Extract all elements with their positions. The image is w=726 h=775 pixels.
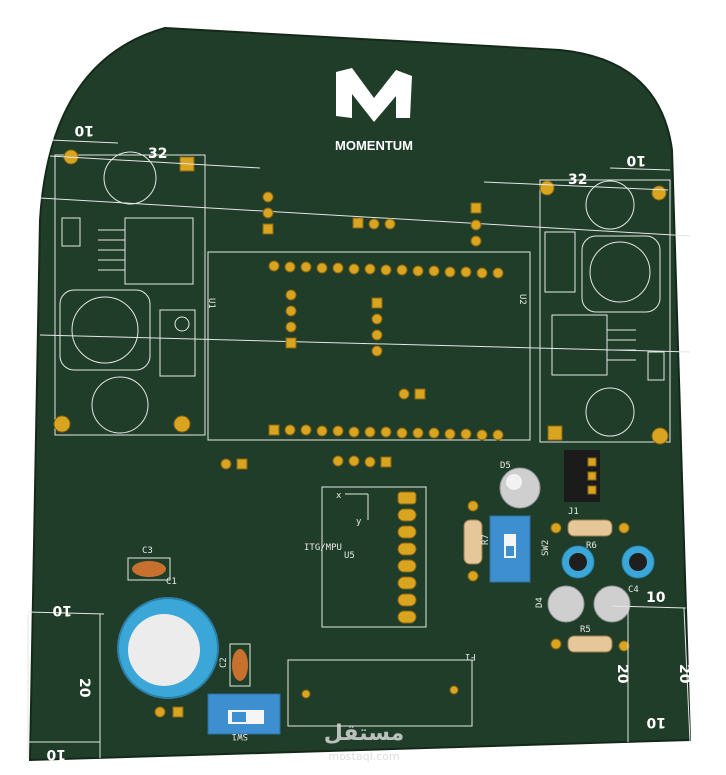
header-center	[352, 217, 396, 230]
ref-c4: C4	[628, 585, 639, 595]
brand-name: MOMENTUM	[335, 138, 413, 153]
header-four-pin	[332, 455, 392, 468]
dim-top-left-10: 10	[74, 122, 94, 138]
mcu-footprint: U1 U2	[206, 251, 531, 441]
dim-right-10-bottom: 10	[646, 714, 666, 730]
watermark-arabic: مستقل	[324, 721, 404, 746]
ref-c3: C3	[142, 546, 153, 556]
mcu-inner-header-left	[285, 289, 297, 349]
led-d4: D4	[535, 585, 631, 623]
header-c1-pins	[154, 706, 184, 718]
capacitor-c1: C1	[117, 577, 219, 699]
dimension-bottom-left: 10 20 10	[27, 602, 105, 762]
ref-c1: C1	[166, 577, 177, 587]
left-buck-module	[53, 149, 206, 436]
momentum-logo: MOMENTUM	[335, 68, 413, 153]
ref-u1: U1	[206, 298, 216, 309]
mostaql-watermark: مستقل mostaql.com	[324, 721, 404, 763]
resistor-r6: R6	[550, 519, 630, 551]
switch-sw1: SW1	[207, 693, 281, 741]
switch-sw2: SW2	[489, 515, 551, 583]
resistor-r5: R5	[550, 625, 630, 653]
mcu-top-pin-row	[268, 260, 504, 279]
header-two-pin	[220, 458, 248, 470]
ref-r5: R5	[580, 625, 591, 635]
mcu-bottom-pin-row	[268, 424, 504, 441]
dim-top-left-32: 32	[148, 146, 167, 162]
dim-top-right-32: 32	[568, 172, 587, 188]
ref-sw2: SW2	[541, 540, 551, 556]
header-left-vertical	[262, 191, 274, 235]
capacitor-c4: C4	[621, 545, 655, 595]
guide-line-1	[39, 197, 691, 237]
ref-f1: F1	[465, 651, 476, 661]
ref-j1: J1	[568, 507, 579, 517]
ref-c2: C2	[219, 657, 229, 668]
dim-right-20-outer: 20	[676, 664, 692, 684]
ref-d5: D5	[500, 461, 511, 471]
dim-bottom-left-10-bottom: 10	[46, 746, 66, 762]
capacitor-c2: C2	[219, 643, 251, 687]
ref-d4: D4	[535, 597, 545, 608]
capacitor-small-left	[561, 545, 595, 579]
capacitor-c3: C3	[127, 546, 171, 581]
dimension-right: 10 20 20 10	[611, 590, 692, 743]
imu-module: x y ITG/MPU U5	[304, 486, 427, 628]
connector-j1: J1	[564, 450, 600, 517]
dim-right-20: 20	[614, 664, 630, 684]
guide-line-2	[39, 334, 691, 353]
ref-itg: ITG/MPU	[304, 543, 342, 553]
watermark-latin: mostaql.com	[328, 750, 399, 763]
dim-top-right-10: 10	[626, 152, 646, 168]
header-right-vertical	[470, 202, 482, 247]
dim-bottom-left-20: 20	[76, 678, 92, 698]
ref-sw1: SW1	[232, 731, 248, 741]
ref-axis-x: x	[336, 491, 342, 501]
ref-r6: R6	[586, 541, 597, 551]
dim-right-10-top: 10	[646, 590, 666, 606]
led-d5: D5	[499, 461, 541, 509]
ref-u2: U2	[517, 294, 527, 305]
mcu-inner-header-right	[371, 297, 383, 357]
resistor-r7: R7	[463, 500, 491, 582]
fuse-f1: F1	[287, 651, 476, 727]
ref-axis-y: y	[356, 517, 362, 527]
dim-bottom-left-10-top: 10	[52, 602, 72, 618]
ref-u5: U5	[344, 551, 355, 561]
ref-r7: R7	[481, 534, 491, 545]
